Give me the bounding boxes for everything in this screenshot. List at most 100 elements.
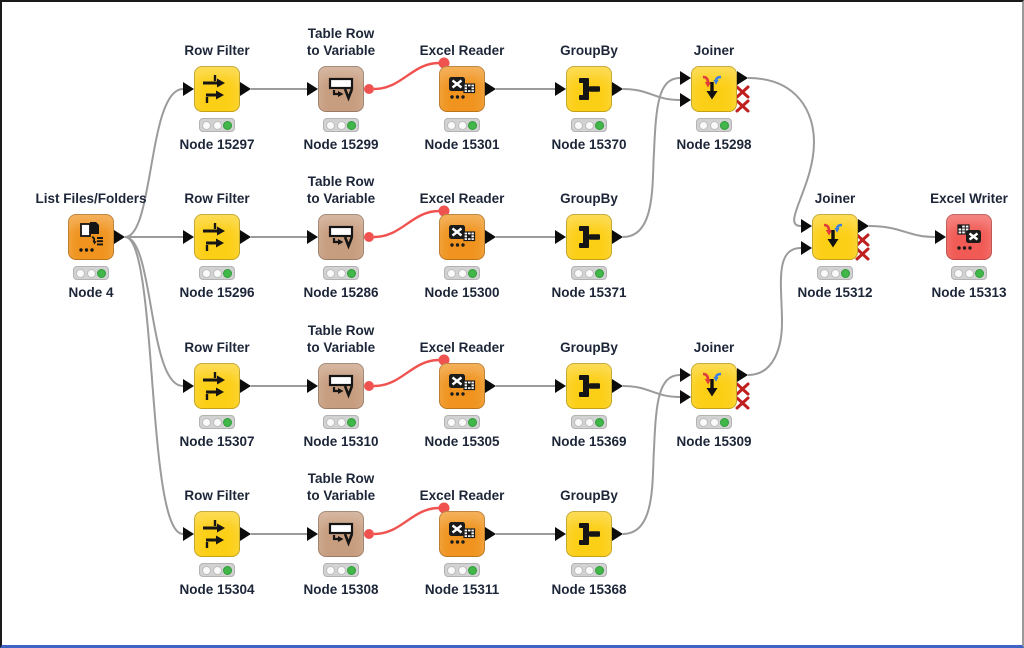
flow-variable-port[interactable] [364, 232, 374, 242]
data-port[interactable] [612, 379, 623, 393]
data-port[interactable] [183, 379, 194, 393]
node-row-filter-15296[interactable]: Row Filter Node 15296 [179, 191, 254, 302]
data-port[interactable] [485, 527, 496, 541]
data-port[interactable] [240, 527, 251, 541]
node-table-row-to-variable-15310[interactable]: Table Row to Variable Node 15310 [303, 323, 378, 451]
node-body[interactable] [566, 66, 612, 112]
data-port[interactable] [485, 82, 496, 96]
flow-variable-port[interactable] [438, 354, 450, 366]
node-body[interactable] [566, 511, 612, 557]
data-port[interactable] [737, 368, 748, 382]
node-body[interactable] [439, 214, 485, 260]
node-excel-reader-15300[interactable]: Excel Reader Node 15300 [420, 191, 505, 302]
data-port[interactable] [240, 230, 251, 244]
data-port[interactable] [183, 527, 194, 541]
node-joiner-15298[interactable]: Joiner Node 15298 [676, 43, 751, 154]
flow-edge-trv15310-excelreader15305[interactable] [373, 358, 440, 388]
node-row-filter-15297[interactable]: Row Filter Node 15297 [179, 43, 254, 154]
node-body[interactable] [318, 66, 364, 112]
flow-variable-port[interactable] [364, 529, 374, 539]
node-body[interactable] [946, 214, 992, 260]
data-port[interactable] [858, 219, 869, 233]
node-body[interactable] [566, 214, 612, 260]
data-port[interactable] [183, 82, 194, 96]
node-body[interactable] [194, 511, 240, 557]
node-excel-reader-15301[interactable]: Excel Reader Node 15301 [420, 43, 505, 154]
data-port[interactable] [307, 82, 318, 96]
node-row-filter-15307[interactable]: Row Filter Node 15307 [179, 340, 254, 451]
data-port[interactable] [680, 390, 691, 404]
data-port[interactable] [555, 379, 566, 393]
data-port[interactable] [114, 230, 125, 244]
data-port[interactable] [307, 230, 318, 244]
data-port[interactable] [485, 230, 496, 244]
data-port[interactable] [935, 230, 946, 244]
flow-variable-port[interactable] [364, 84, 374, 94]
data-port[interactable] [485, 379, 496, 393]
node-row-filter-15304[interactable]: Row Filter Node 15304 [179, 488, 254, 599]
node-body[interactable] [691, 363, 737, 409]
data-connections[interactable] [124, 77, 936, 535]
node-body[interactable] [194, 214, 240, 260]
data-port[interactable] [612, 82, 623, 96]
data-port[interactable] [555, 230, 566, 244]
edge-node4-rowfilter15304[interactable] [124, 236, 184, 535]
edge-node4-rowfilter15297[interactable] [124, 88, 184, 238]
data-port[interactable] [555, 527, 566, 541]
data-port[interactable] [240, 82, 251, 96]
flow-variable-port[interactable] [438, 57, 450, 69]
node-table-row-to-variable-15286[interactable]: Table Row to Variable Node 15286 [303, 174, 378, 302]
node-body[interactable] [439, 66, 485, 112]
data-port[interactable] [801, 219, 812, 233]
data-port[interactable] [307, 527, 318, 541]
node-body[interactable] [691, 66, 737, 112]
data-port[interactable] [612, 527, 623, 541]
node-joiner-15312[interactable]: Joiner Node 15312 [797, 191, 872, 302]
data-port[interactable] [801, 241, 812, 255]
node-table-row-to-variable-15299[interactable]: Table Row to Variable Node 15299 [303, 26, 378, 154]
edge-groupby15370-joiner15298[interactable] [622, 88, 681, 101]
edge-node4-rowfilter15307[interactable] [124, 236, 184, 387]
node-groupby-15371[interactable]: GroupBy Node 15371 [551, 191, 626, 302]
flow-variable-port[interactable] [438, 205, 450, 217]
node-body[interactable] [68, 214, 114, 260]
data-port[interactable] [555, 82, 566, 96]
flow-edge-trv15308-excelreader15311[interactable] [373, 506, 440, 536]
data-port[interactable] [737, 71, 748, 85]
data-ports[interactable] [114, 71, 946, 541]
flow-variable-connections[interactable] [373, 61, 440, 536]
node-groupby-15368[interactable]: GroupBy Node 15368 [551, 488, 626, 599]
flow-variable-port[interactable] [364, 381, 374, 391]
node-excel-reader-15311[interactable]: Excel Reader Node 15311 [420, 488, 505, 599]
data-port[interactable] [307, 379, 318, 393]
node-body[interactable] [566, 363, 612, 409]
data-port[interactable] [612, 230, 623, 244]
data-port[interactable] [680, 368, 691, 382]
node-groupby-15370[interactable]: GroupBy Node 15370 [551, 43, 626, 154]
edge-joiner15309-joiner15312[interactable] [747, 247, 802, 376]
data-port[interactable] [680, 71, 691, 85]
data-port[interactable] [183, 230, 194, 244]
node-body[interactable] [194, 363, 240, 409]
node-groupby-15369[interactable]: GroupBy Node 15369 [551, 340, 626, 451]
node-excel-reader-15305[interactable]: Excel Reader Node 15305 [420, 340, 505, 451]
edge-joiner15312-excelwriter15313[interactable] [868, 225, 936, 238]
edge-joiner15298-joiner15312[interactable] [747, 77, 816, 227]
node-list-files-folders-4[interactable]: List Files/Folders Node 4 [35, 191, 146, 302]
flow-edge-trv15299-excelreader15301[interactable] [373, 61, 440, 91]
flow-variable-port[interactable] [438, 502, 450, 514]
node-body[interactable] [812, 214, 858, 260]
node-body[interactable] [318, 214, 364, 260]
data-port[interactable] [240, 379, 251, 393]
edge-groupby15368-joiner15309[interactable] [622, 374, 681, 535]
flow-variable-ports[interactable] [364, 57, 450, 540]
node-table-row-to-variable-15308[interactable]: Table Row to Variable Node 15308 [303, 471, 378, 599]
node-joiner-15309[interactable]: Joiner Node 15309 [676, 340, 751, 451]
node-excel-writer-15313[interactable]: Excel Writer Node 15313 [930, 191, 1008, 302]
edge-groupby15371-joiner15298[interactable] [622, 77, 681, 238]
node-body[interactable] [439, 511, 485, 557]
node-body[interactable] [439, 363, 485, 409]
node-body[interactable] [318, 363, 364, 409]
node-body[interactable] [318, 511, 364, 557]
